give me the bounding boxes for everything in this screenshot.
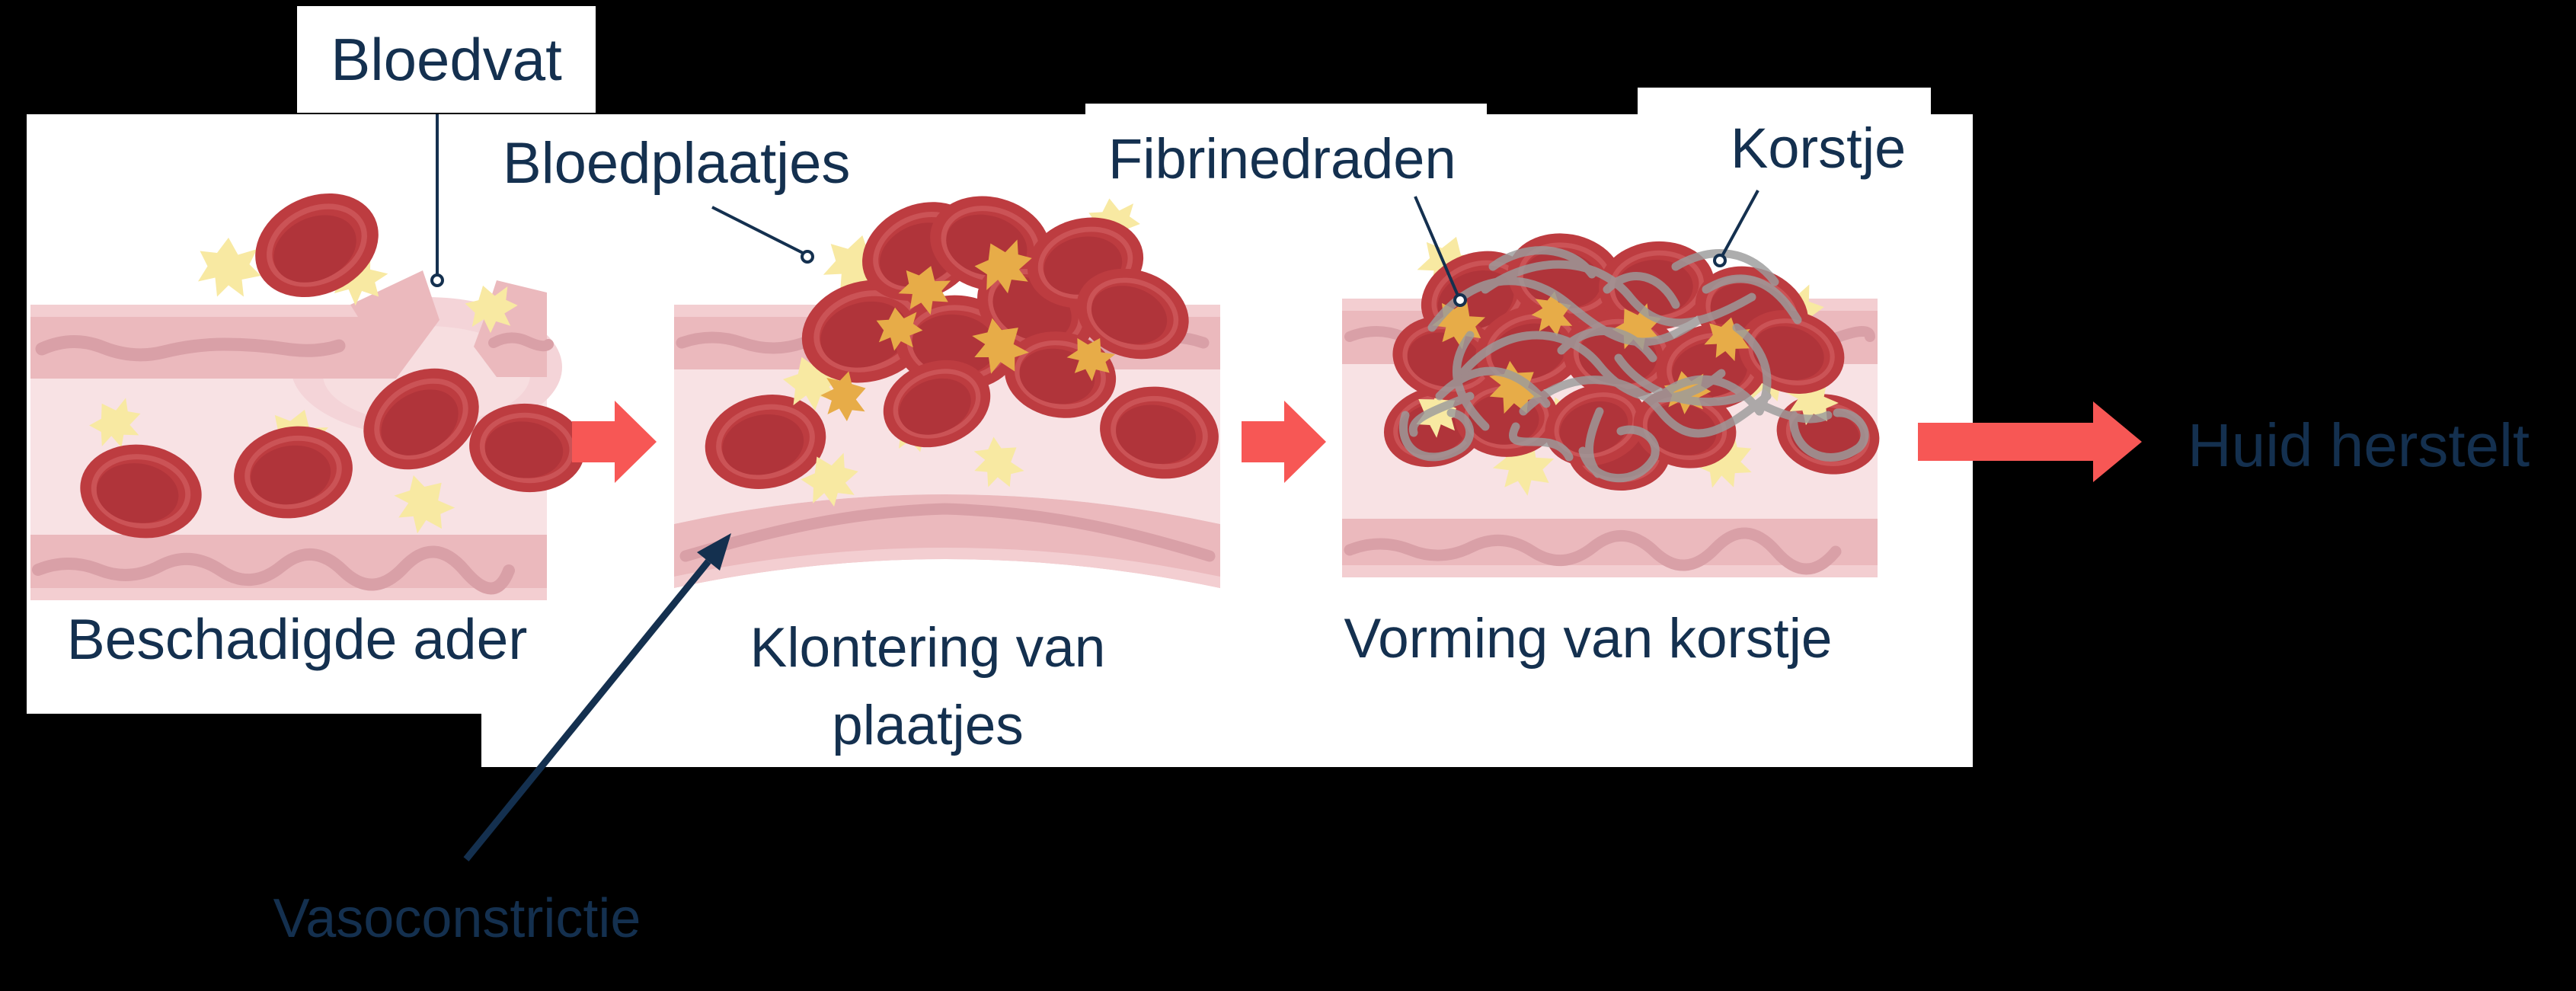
fibrinedraden-label-tab bbox=[1085, 104, 1487, 126]
fibrinedraden-pointer-dot bbox=[1453, 293, 1467, 307]
vessel1-bottom-wall bbox=[30, 535, 547, 600]
scab-clot bbox=[1386, 225, 1869, 483]
caption-stage2-klontering: Klontering van plaatjes bbox=[749, 617, 1106, 757]
fibrinedraden-pointer-line bbox=[1414, 196, 1459, 296]
label-vasoconstrictie: Vasoconstrictie bbox=[273, 888, 641, 949]
caption-stage3-vorming-korstje: Vorming van korstje bbox=[1344, 608, 1833, 670]
vessel-stage-2-clumping bbox=[674, 183, 1226, 588]
bloedvat-label-box bbox=[297, 6, 596, 113]
label-bloedvat: Bloedvat bbox=[331, 25, 562, 93]
label-huid-herstelt: Huid herstelt bbox=[2188, 411, 2530, 479]
korstje-pointer-dot bbox=[1713, 254, 1727, 267]
flow-arrow-2 bbox=[1242, 401, 1326, 483]
label-fibrinedraden: Fibrinedraden bbox=[1108, 127, 1456, 190]
vasoconstrictie-arrow bbox=[463, 533, 731, 862]
vessel2-bottom-wall-constricted bbox=[674, 494, 1220, 588]
flow-arrows bbox=[572, 401, 2142, 483]
flow-arrow-1 bbox=[572, 401, 657, 483]
label-korstje: Korstje bbox=[1731, 117, 1906, 180]
bloedvat-pointer-dot bbox=[430, 273, 444, 287]
korstje-pointer-line bbox=[1721, 190, 1759, 257]
vessel-stage-3-scab bbox=[1342, 225, 1887, 577]
vessel-stage-1-damaged bbox=[30, 174, 589, 600]
pointer-lines bbox=[430, 114, 1759, 307]
fibrin-threads bbox=[1399, 246, 1869, 483]
bloedplaatjes-pointer-line bbox=[711, 206, 804, 254]
flow-arrow-3 bbox=[1918, 401, 2142, 482]
bloedplaatjes-pointer-dot bbox=[801, 250, 814, 264]
label-bloedplaatjes: Bloedplaatjes bbox=[503, 131, 851, 196]
korstje-label-tab bbox=[1638, 88, 1931, 133]
caption-stage1-beschadigde-ader: Beschadigde ader bbox=[66, 607, 528, 671]
vessel3-bottom-wall bbox=[1342, 519, 1878, 577]
